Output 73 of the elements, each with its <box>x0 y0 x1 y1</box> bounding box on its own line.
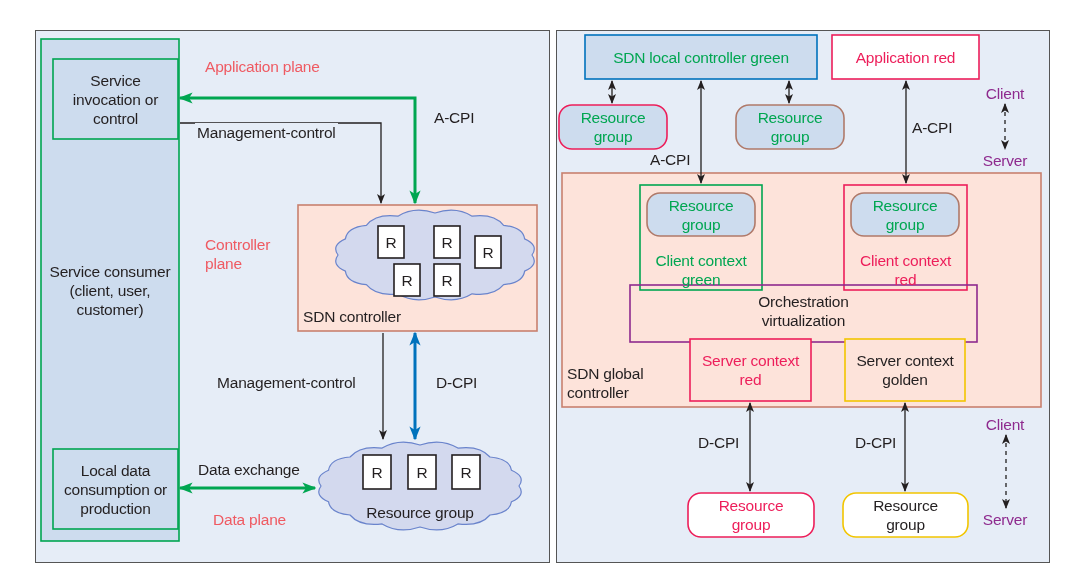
node-label: SDN controller <box>303 307 401 326</box>
resource-box <box>433 263 461 297</box>
resource-group-box <box>735 104 845 150</box>
node-label: R <box>401 270 413 290</box>
arrow <box>785 80 793 104</box>
node-label: Local data consumption or production <box>62 460 169 518</box>
node-label: Resource group <box>579 108 647 146</box>
arrow <box>608 80 616 104</box>
role-label: Server <box>982 509 1028 529</box>
edge-label: Management-control <box>195 123 338 142</box>
resource-box <box>393 263 421 297</box>
resource-group-box <box>850 192 960 237</box>
context-box <box>843 184 968 291</box>
role-label: Client <box>985 414 1025 434</box>
resource-group-box <box>558 104 668 150</box>
arrow <box>1001 103 1009 150</box>
plane-label: Data plane <box>213 510 286 529</box>
cloud-shape <box>333 208 537 302</box>
node-label: R <box>385 232 397 252</box>
node-label: R <box>460 462 472 482</box>
node-label: Server context red <box>700 351 801 389</box>
process-box <box>52 58 179 140</box>
node-label: Client context green <box>654 251 748 289</box>
node-label: Service consumer (client, user, customer) <box>48 261 172 319</box>
node-label: Resource group <box>717 496 785 534</box>
plane-label: Application plane <box>205 57 320 76</box>
process-box <box>52 448 179 530</box>
node-label: Resource group <box>366 503 474 522</box>
arrow <box>179 122 385 204</box>
node-label: R <box>416 462 428 482</box>
node-label: R <box>371 462 383 482</box>
node-label: Server context golden <box>855 351 955 389</box>
arrow <box>901 402 909 492</box>
arrow <box>409 331 421 441</box>
resource-box <box>377 225 405 259</box>
arrow <box>697 80 705 184</box>
arrow <box>1002 434 1010 509</box>
node-label: SDN local controller green <box>613 47 789 67</box>
resource-box <box>362 454 392 490</box>
node-label: R <box>441 270 453 290</box>
node-label: Resource group <box>871 195 939 234</box>
context-box <box>639 184 763 291</box>
application-box <box>831 34 980 80</box>
controller-box <box>297 204 538 332</box>
resource-box <box>451 454 481 490</box>
resource-group-box <box>646 192 756 237</box>
node-label: Resource group <box>667 195 735 234</box>
node-label: Client context red <box>858 251 953 289</box>
controller-box <box>561 172 1042 408</box>
arrow <box>379 332 387 440</box>
arrow <box>902 80 910 184</box>
node-label: R <box>441 232 453 252</box>
node-label: SDN global controller <box>567 364 645 402</box>
arrow <box>746 402 754 492</box>
resource-group-box <box>842 492 969 538</box>
role-label: Server <box>982 150 1028 170</box>
context-box <box>689 338 812 402</box>
node-label: Orchestration virtualization <box>757 292 850 330</box>
context-box <box>844 338 966 402</box>
resource-box <box>433 225 461 259</box>
resource-box <box>474 235 502 269</box>
node-label: Service invocation or control <box>71 70 160 128</box>
resource-group-box <box>687 492 815 538</box>
node-label: Application red <box>855 47 956 67</box>
consumer-box <box>40 38 180 542</box>
resource-box <box>407 454 437 490</box>
controller-box <box>584 34 818 80</box>
node-label: R <box>482 242 494 262</box>
plane-label: Controller plane <box>205 235 272 273</box>
node-label: Resource group <box>872 496 939 534</box>
cloud-shape <box>316 440 524 532</box>
role-label: Client <box>985 83 1025 103</box>
node-label: Resource group <box>756 108 824 146</box>
